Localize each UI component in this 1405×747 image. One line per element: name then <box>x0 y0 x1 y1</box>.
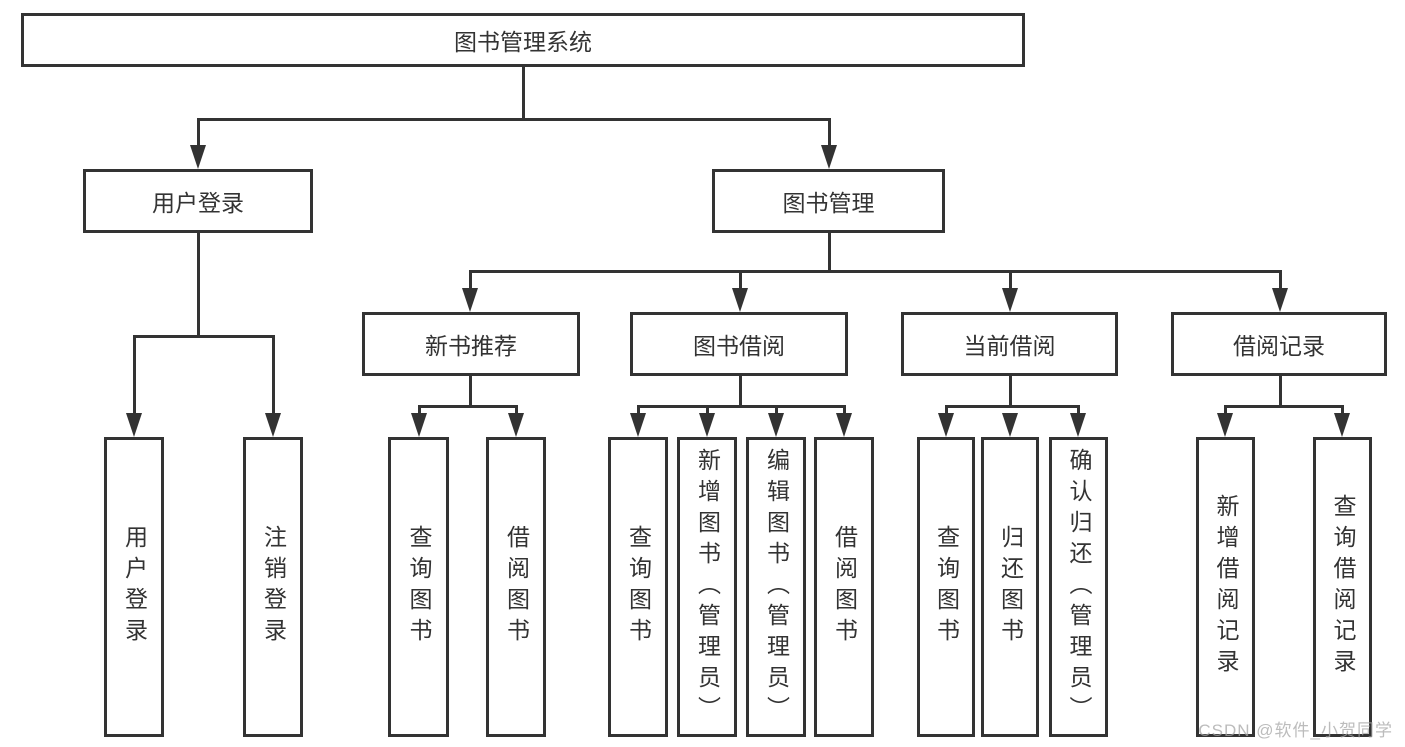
arrowhead-down-icon <box>462 288 478 312</box>
leaf-logout: 注销登录 <box>243 437 303 737</box>
node-label: 图书管理 <box>782 190 875 216</box>
csdn-watermark: CSDN @软件_小贺同学 <box>1198 721 1393 740</box>
connector-to-current <box>1009 270 1012 292</box>
arrowhead-down-icon <box>630 413 646 437</box>
arrowhead-down-icon <box>836 413 852 437</box>
connector-to-borrowing <box>739 270 742 292</box>
node-book-management: 图书管理 <box>712 169 945 233</box>
connector-leaf-stub <box>945 405 948 417</box>
connector-branch-login <box>133 335 275 338</box>
arrowhead-down-icon <box>699 413 715 437</box>
leaf-label: 查询图书 <box>406 525 432 649</box>
connector-root-stem <box>522 65 525 121</box>
arrowhead-down-icon <box>1002 288 1018 312</box>
node-label: 图书管理系统 <box>454 29 592 55</box>
connector-recommendation-stem <box>469 374 472 408</box>
node-library-management-system: 图书管理系统 <box>21 13 1025 67</box>
connector-branch-records <box>1224 405 1344 408</box>
arrowhead-down-icon <box>126 413 142 437</box>
connector-leaf-stub <box>1341 405 1344 417</box>
connector-to-recommendation <box>469 270 472 292</box>
arrowhead-down-icon <box>411 413 427 437</box>
arrowhead-down-icon <box>1334 413 1350 437</box>
connector-leaf-stub <box>1077 405 1080 417</box>
leaf-add-borrowing-record: 新增借阅记录 <box>1196 437 1255 737</box>
leaf-label: 确认归还（管理员） <box>1066 447 1092 727</box>
arrowhead-down-icon <box>821 145 837 169</box>
connector-leaf-stub <box>418 405 421 417</box>
connector-current-stem <box>1009 374 1012 408</box>
leaf-add-books-admin: 新增图书（管理员） <box>677 437 737 737</box>
connector-to-logout-leaf <box>272 335 275 417</box>
connector-branch-level3 <box>469 270 1281 273</box>
node-book-borrowing: 图书借阅 <box>630 312 848 376</box>
node-user-login: 用户登录 <box>83 169 313 233</box>
leaf-query-books-current: 查询图书 <box>917 437 975 737</box>
leaf-label: 借阅图书 <box>503 525 530 649</box>
leaf-confirm-return-admin: 确认归还（管理员） <box>1049 437 1108 737</box>
arrowhead-down-icon <box>508 413 524 437</box>
connector-leaf-stub <box>637 405 640 417</box>
connector-leaf-stub <box>843 405 846 417</box>
connector-borrowing-stem <box>739 374 742 408</box>
arrowhead-down-icon <box>1070 413 1086 437</box>
connector-to-user-login <box>197 118 200 150</box>
node-label: 用户登录 <box>152 190 244 216</box>
connector-leaf-stub <box>515 405 518 417</box>
connector-leaf-stub <box>1224 405 1227 417</box>
connector-leaf-stub <box>706 405 709 417</box>
connector-to-book-management <box>828 118 831 150</box>
node-borrowing-records: 借阅记录 <box>1171 312 1387 376</box>
connector-to-user-login-leaf <box>133 335 136 417</box>
node-new-book-recommendation: 新书推荐 <box>362 312 580 376</box>
arrowhead-down-icon <box>732 288 748 312</box>
connector-to-records <box>1279 270 1282 292</box>
arrowhead-down-icon <box>1272 288 1288 312</box>
leaf-label: 归还图书 <box>997 525 1024 649</box>
leaf-label: 新增图书（管理员） <box>694 447 721 727</box>
leaf-label: 用户登录 <box>121 525 148 649</box>
leaf-label: 查询图书 <box>933 525 960 649</box>
connector-branch-current <box>945 405 1080 408</box>
leaf-query-books-borrowing: 查询图书 <box>608 437 668 737</box>
leaf-label: 注销登录 <box>260 525 287 649</box>
arrowhead-down-icon <box>190 145 206 169</box>
arrowhead-down-icon <box>938 413 954 437</box>
leaf-query-books-recommend: 查询图书 <box>388 437 449 737</box>
leaf-user-login: 用户登录 <box>104 437 164 737</box>
node-current-borrowing: 当前借阅 <box>901 312 1118 376</box>
connector-leaf-stub <box>775 405 778 417</box>
leaf-label: 查询图书 <box>625 525 652 649</box>
arrowhead-down-icon <box>768 413 784 437</box>
arrowhead-down-icon <box>1217 413 1233 437</box>
leaf-borrow-books-recommend: 借阅图书 <box>486 437 546 737</box>
connector-branch-borrowing <box>637 405 846 408</box>
leaf-label: 新增借阅记录 <box>1213 494 1239 680</box>
connector-branch-recommendation <box>418 405 518 408</box>
node-label: 图书借阅 <box>693 333 785 359</box>
node-label: 当前借阅 <box>963 333 1056 359</box>
node-label: 新书推荐 <box>425 333 517 359</box>
leaf-return-books: 归还图书 <box>981 437 1039 737</box>
arrowhead-down-icon <box>265 413 281 437</box>
connector-login-stem <box>197 231 200 337</box>
leaf-label: 查询借阅记录 <box>1330 494 1356 680</box>
leaf-label: 借阅图书 <box>831 525 858 649</box>
leaf-borrow-books: 借阅图书 <box>814 437 874 737</box>
connector-branch-level2 <box>197 118 830 121</box>
node-label: 借阅记录 <box>1233 333 1325 359</box>
arrowhead-down-icon <box>1002 413 1018 437</box>
leaf-edit-books-admin: 编辑图书（管理员） <box>746 437 806 737</box>
leaf-query-borrowing-record: 查询借阅记录 <box>1313 437 1372 737</box>
connector-records-stem <box>1279 374 1282 408</box>
leaf-label: 编辑图书（管理员） <box>763 447 790 727</box>
connector-management-stem <box>828 231 831 272</box>
